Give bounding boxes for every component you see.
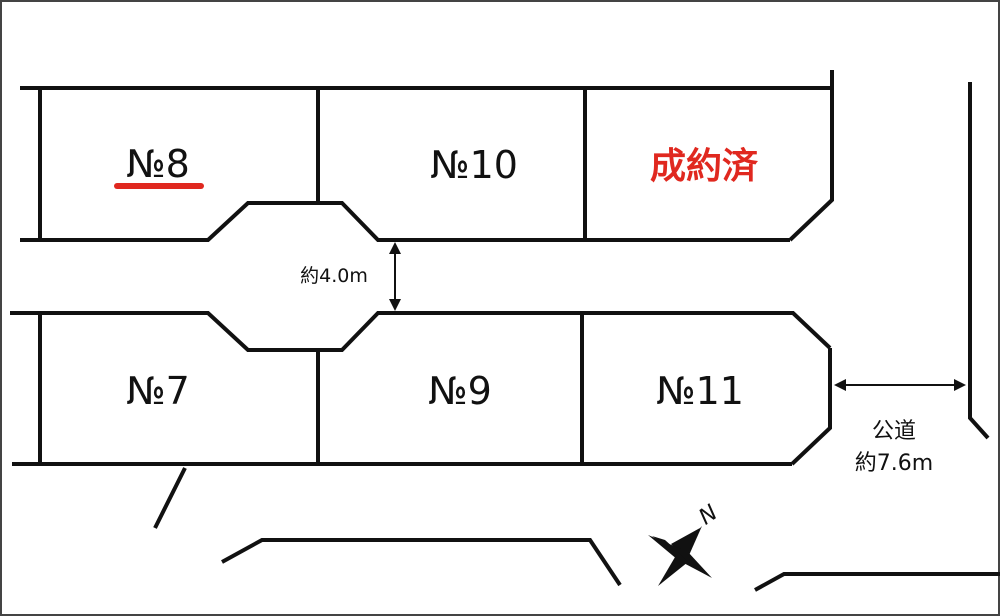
public-road-name-label: 公道 bbox=[872, 419, 916, 444]
sold-lot-label: 成約済 bbox=[650, 146, 758, 187]
north-label: N bbox=[695, 500, 723, 530]
lot-8-highlight-underline bbox=[114, 183, 204, 189]
public-road-edge bbox=[968, 82, 990, 440]
north-compass-icon bbox=[648, 526, 712, 586]
private-road-width-label: 約4.0m bbox=[300, 265, 368, 287]
public-road-dimension bbox=[834, 379, 966, 391]
lot-9-label: №9 bbox=[428, 369, 492, 413]
bottom-road-line-right bbox=[754, 572, 1000, 592]
lot-8-label: №8 bbox=[126, 142, 190, 186]
upper-block-bottom-line bbox=[20, 201, 790, 242]
lot-10-label: №10 bbox=[430, 143, 518, 187]
bottom-road-line-middle bbox=[221, 538, 622, 587]
lot-11-label: №11 bbox=[656, 369, 744, 413]
lot-7-label: №7 bbox=[126, 369, 190, 413]
lower-block-top-line bbox=[10, 311, 832, 352]
lower-block-right-edge bbox=[790, 348, 832, 466]
bottom-road-line-left bbox=[153, 467, 187, 529]
public-road-width-label: 約7.6m bbox=[855, 451, 933, 476]
private-road-dimension bbox=[389, 242, 401, 311]
upper-block-right-edge bbox=[788, 70, 834, 242]
